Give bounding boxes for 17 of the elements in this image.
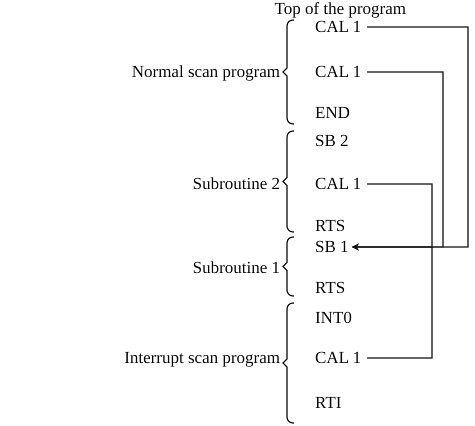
instruction: END (315, 103, 350, 123)
group-label: Subroutine 1 (192, 258, 280, 278)
instruction: CAL 1 (315, 62, 362, 82)
arrow (352, 244, 433, 359)
instruction: SB 1 (315, 237, 349, 257)
instruction: SB 2 (315, 131, 349, 151)
group-label: Interrupt scan program (124, 348, 280, 368)
title: Top of the program (274, 0, 406, 17)
group-label: Subroutine 2 (192, 174, 280, 194)
instruction: RTS (315, 278, 346, 298)
group-label: Normal scan program (132, 62, 280, 82)
instruction: CAL 1 (315, 348, 362, 368)
instruction: RTI (315, 393, 342, 413)
instruction: CAL 1 (315, 17, 362, 37)
instruction: RTS (315, 216, 346, 236)
instruction: CAL 1 (315, 174, 362, 194)
instruction: INT0 (315, 308, 352, 328)
